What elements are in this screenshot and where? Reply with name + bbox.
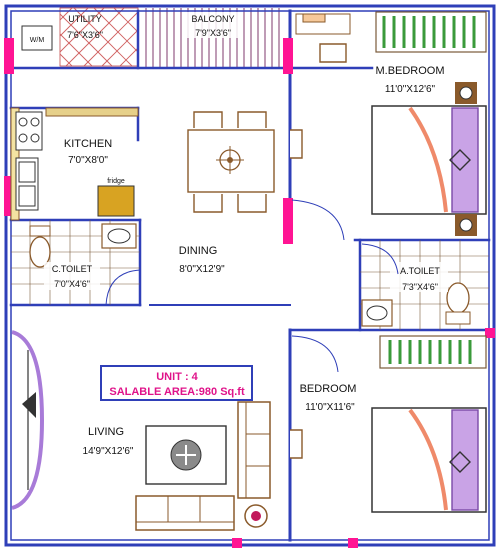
stove <box>15 111 43 151</box>
walls <box>4 4 496 547</box>
bedroom-dims: 11'0"X11'6" <box>305 402 355 413</box>
study-chair <box>319 43 347 63</box>
bay-window <box>11 330 45 510</box>
fridge-label: fridge <box>107 178 125 185</box>
kitchen-dims: 7'0"X8'0" <box>68 155 108 166</box>
a-toilet-name: A.TOILET <box>400 266 440 276</box>
wardrobe <box>379 335 487 369</box>
wash-basin <box>101 223 137 249</box>
balcony-name: BALCONY <box>191 14 234 24</box>
c-toilet-dims: 7'0"X4'6" <box>54 279 90 289</box>
bed-sheet-fold <box>408 106 448 213</box>
washing-machine <box>21 25 53 51</box>
balcony-room: BALCONY 7'9"X3'6" <box>145 8 280 68</box>
kitchen-name: KITCHEN <box>64 138 112 150</box>
opening-dining <box>283 198 293 244</box>
fridge <box>97 185 135 217</box>
kitchen-sink <box>15 157 39 211</box>
opening-bedroom <box>485 328 495 338</box>
m-bedroom-name: M.BEDROOM <box>375 65 444 77</box>
dining-room: DINING 8'0"X12'9" <box>179 111 345 275</box>
balcony-dims: 7'9"X3'6" <box>195 28 231 38</box>
living-dims: 14'9"X12'6" <box>83 446 134 457</box>
salable-area: SALABLE AREA:980 Sq.ft <box>109 386 245 398</box>
dining-chair <box>193 111 223 128</box>
door-swing <box>291 199 345 241</box>
living-room: LIVING 14'9"X12'6" <box>11 330 271 531</box>
dining-name: DINING <box>179 245 218 257</box>
door-swing <box>291 335 339 373</box>
utility-name: UTILITY <box>68 14 102 24</box>
door-swing <box>361 243 399 275</box>
master-bedroom: M.BEDROOM 11'0"X12'6" <box>295 11 487 236</box>
unit-info-box: UNIT : 4 SALABLE AREA:980 Sq.ft <box>100 365 253 401</box>
bedroom-room: BEDROOM 11'0"X11'6" <box>290 129 487 513</box>
door-swing <box>105 269 141 306</box>
bed-sheet-fold <box>408 408 448 511</box>
utility-dims: 7'6"X3'6" <box>67 30 103 40</box>
opening-utility <box>4 38 14 74</box>
dining-chair <box>237 194 267 213</box>
bedroom-name: BEDROOM <box>300 383 357 395</box>
dining-dims: 8'0"X12'9" <box>179 264 225 275</box>
sofa-bottom <box>135 495 235 531</box>
opening-living-a <box>232 538 242 548</box>
dining-chair <box>237 111 267 128</box>
side-chair <box>290 129 303 159</box>
sofa-side <box>237 401 271 499</box>
kitchen-room: fridge KITCHEN 7'0"X8'0" <box>10 107 139 221</box>
side-chair <box>290 429 303 459</box>
living-name: LIVING <box>88 426 124 438</box>
washing-machine-label: W/M <box>30 37 45 44</box>
toilet-bowl <box>29 236 51 268</box>
opening-kitchen <box>4 176 14 216</box>
c-toilet-name: C.TOILET <box>52 264 93 274</box>
dining-chair <box>193 194 223 213</box>
utility-room: W/M UTILITY 7'6"X3'6" <box>21 7 139 67</box>
common-toilet-room: C.TOILET 7'0"X4'6" <box>11 220 141 306</box>
attached-toilet-room: A.TOILET 7'3"X4'6" <box>360 240 489 330</box>
openings <box>4 38 495 548</box>
opening-living-b <box>348 538 358 548</box>
a-toilet-dims: 7'3"X4'6" <box>402 282 438 292</box>
unit-number: UNIT : 4 <box>156 371 198 383</box>
m-bedroom-dims: 11'0"X12'6" <box>385 84 436 95</box>
toilet-bowl <box>446 282 470 314</box>
opening-balcony <box>283 38 293 74</box>
